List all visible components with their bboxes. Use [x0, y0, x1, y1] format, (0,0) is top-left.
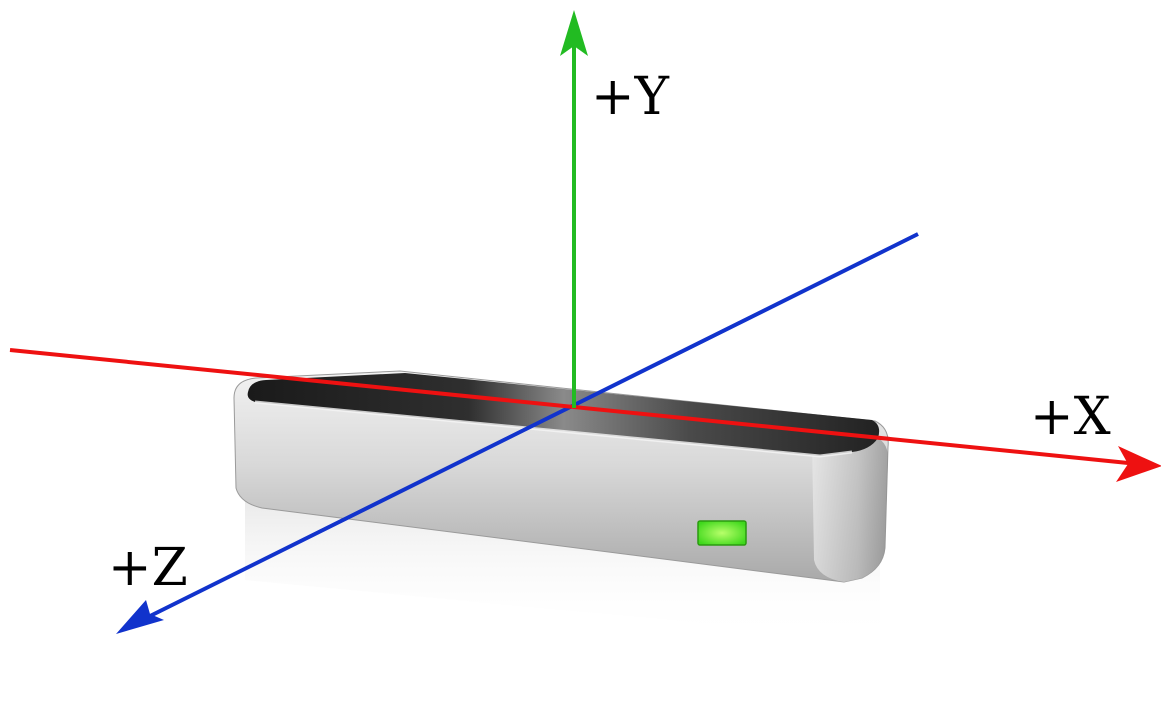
y-axis-label: +Y: [591, 67, 670, 127]
led-indicator: [697, 520, 747, 546]
device-reflection: [245, 495, 880, 640]
x-axis-label: +X: [1030, 387, 1111, 447]
z-axis: [116, 232, 919, 634]
z-axis-arrowhead: [116, 600, 164, 634]
device-top-panel: [247, 373, 880, 456]
device-end-cap: [812, 436, 888, 582]
y-axis-arrowhead: [560, 10, 588, 56]
y-axis: [560, 10, 588, 408]
x-axis-arrowhead: [1116, 446, 1161, 482]
z-axis-label: +Z: [108, 538, 188, 598]
z-axis-line: [137, 232, 919, 624]
